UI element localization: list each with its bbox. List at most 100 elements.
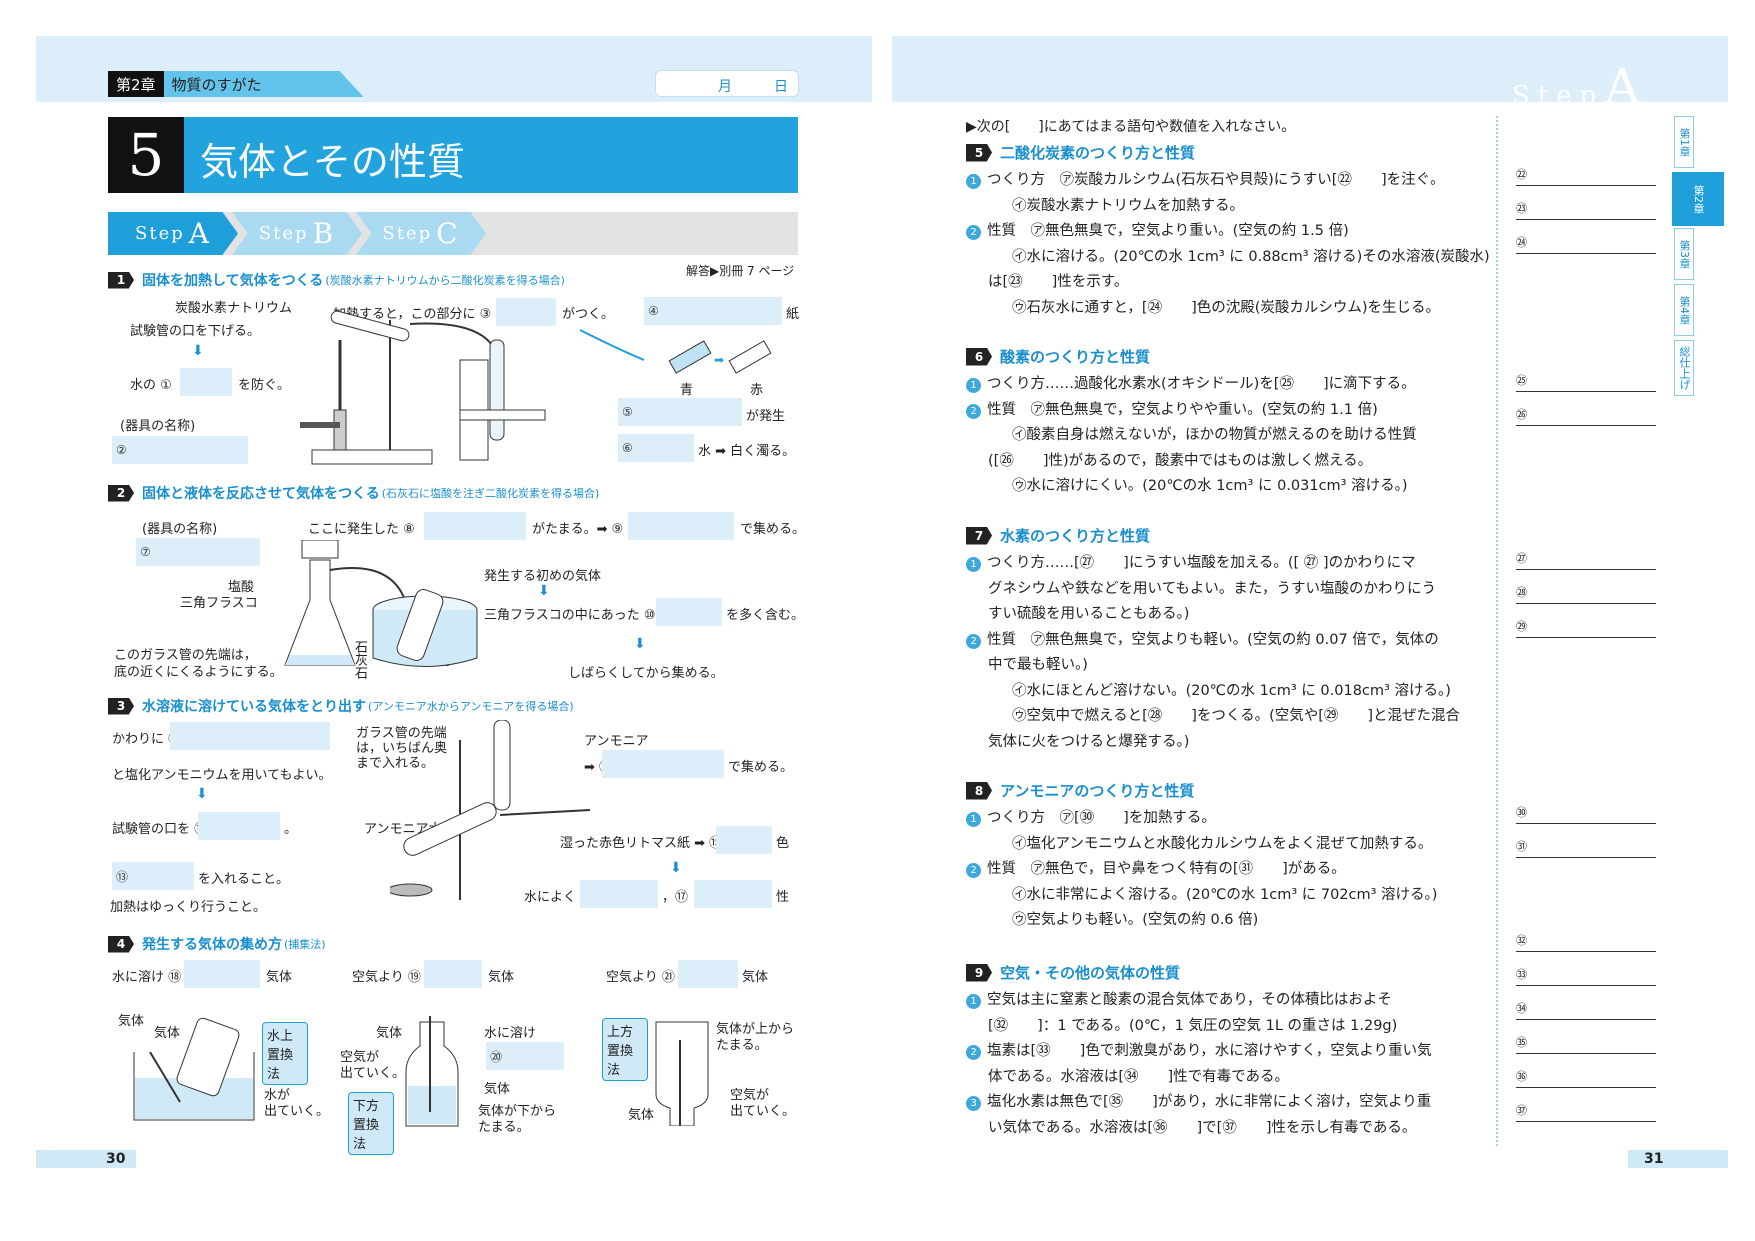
label: 気体 <box>488 970 515 985</box>
side-tab-3[interactable]: 第3章 <box>1674 228 1694 280</box>
label: 青 <box>680 383 694 398</box>
label: 空気が <box>730 1088 770 1103</box>
answer-line[interactable]: ㉝ <box>1516 964 1656 986</box>
answer-line[interactable]: ㉓ <box>1516 198 1656 220</box>
answer-blank-21[interactable] <box>678 960 738 988</box>
label: たまる。 <box>478 1120 530 1135</box>
answer-line[interactable]: ㉛ <box>1516 836 1656 858</box>
answer-line[interactable]: ㉔ <box>1516 232 1656 254</box>
label: 加熱すると，この部分に ③ <box>333 307 492 322</box>
label: 水に溶け <box>484 1026 537 1041</box>
answer-line[interactable]: ㉜ <box>1516 930 1656 952</box>
answer-line[interactable]: ㉘ <box>1516 582 1656 604</box>
answer-line[interactable]: ㉙ <box>1516 616 1656 638</box>
answer-blank-14[interactable] <box>602 750 724 778</box>
label: 塩酸 <box>228 580 255 595</box>
arrow-down-icon: ⬇ <box>538 583 550 599</box>
answer-line[interactable]: ㉗ <box>1516 548 1656 570</box>
upward-displacement-illustration <box>655 1021 709 1126</box>
label: 気体 <box>628 1108 655 1123</box>
answer-blank-2[interactable]: ② <box>112 436 248 464</box>
side-tab-2[interactable]: 第2章 <box>1672 172 1724 226</box>
question-line: 体である。水溶液は[㉞ ]性で有毒である。 <box>988 1068 1290 1085</box>
label: 発生する初めの気体 <box>484 569 602 584</box>
answer-line[interactable]: ㉚ <box>1516 802 1656 824</box>
answer-blank-9[interactable] <box>628 512 734 540</box>
answer-blank-11[interactable] <box>170 722 330 750</box>
label: を防ぐ。 <box>238 378 291 393</box>
answer-blank-6[interactable]: ⑥ <box>618 434 694 462</box>
question-line: 中で最も軽い。) <box>988 657 1088 673</box>
label: ガラス管の先端 <box>356 726 447 741</box>
label: 性 <box>776 890 790 905</box>
label: 気体が下から <box>478 1104 557 1119</box>
answer-line[interactable]: ㊲ <box>1516 1100 1656 1122</box>
label: を多く含む。 <box>726 608 805 623</box>
question-line: ㋑水に溶ける。(20℃の水 1cm³ に 0.88cm³ 溶ける)その水溶液(炭… <box>1012 248 1490 265</box>
side-tab-1[interactable]: 第1章 <box>1674 116 1694 168</box>
answer-blank-17[interactable] <box>694 880 772 908</box>
arrow-down-icon: ⬇ <box>670 860 682 876</box>
answer-blank-10[interactable] <box>656 598 722 626</box>
answer-blank-12[interactable] <box>198 812 280 840</box>
label: で集める。 <box>728 760 794 775</box>
label: 炭酸水素ナトリウム <box>175 301 293 316</box>
answer-blank-13[interactable]: ⑬ <box>112 862 194 890</box>
label: を入れること。 <box>198 872 290 887</box>
question-line: ㋒空気よりも軽い。(空気の約 0.6 倍) <box>1012 912 1259 928</box>
answer-line[interactable]: ㉕ <box>1516 370 1656 392</box>
label: このガラス管の先端は， <box>114 648 257 663</box>
svg-text:➡: ➡ <box>714 353 724 367</box>
answer-blank-18[interactable] <box>184 960 260 988</box>
label: がたまる。➡ ⑨ <box>532 522 624 537</box>
label: 水によく ⑯ <box>524 890 594 905</box>
side-tab-4[interactable]: 第4章 <box>1674 284 1694 336</box>
answer-blank-16[interactable] <box>580 880 658 908</box>
label: 気体 <box>266 970 293 985</box>
answer-column-divider <box>1496 116 1498 1146</box>
answer-blank-19[interactable] <box>424 960 482 988</box>
label: (器具の名称) <box>142 522 218 537</box>
answer-blank-15[interactable] <box>716 826 772 854</box>
answer-line[interactable]: ㉖ <box>1516 404 1656 426</box>
answer-blank-1[interactable] <box>180 368 232 396</box>
date-field[interactable]: 月 日 <box>655 70 799 97</box>
upward-displacement-label: 上方置換法 <box>602 1018 648 1081</box>
answer-blank-5[interactable]: ⑤ <box>618 398 742 426</box>
answer-blank-8[interactable] <box>424 512 526 540</box>
question-line: [㉜ ]：1 である。(0℃，1 気圧の空気 1L の重さは 1.29g) <box>988 1017 1398 1034</box>
label: は，いちばん奥 <box>356 741 448 756</box>
label: 水が <box>264 1088 291 1103</box>
answer-blank-7[interactable]: ⑦ <box>136 538 260 566</box>
answer-line[interactable]: ㉒ <box>1516 164 1656 186</box>
label: と塩化アンモニウムを用いてもよい。 <box>112 768 332 783</box>
question-line: ㋑水にほとんど溶けない。(20℃の水 1cm³ に 0.018cm³ 溶ける。) <box>1012 682 1451 699</box>
answer-line[interactable]: ㉟ <box>1516 1032 1656 1054</box>
right-header-band <box>892 36 1728 102</box>
answer-line[interactable]: ㉞ <box>1516 998 1656 1020</box>
answer-blank-20[interactable]: ⑳ <box>486 1042 564 1070</box>
answer-blank-3[interactable] <box>496 298 556 326</box>
chapter-label: 第2章 物質のすがた <box>108 71 364 97</box>
answer-blank-4[interactable]: ④ <box>644 297 782 325</box>
answer-line[interactable]: ㊱ <box>1516 1066 1656 1088</box>
side-tab-5[interactable]: 総仕上げ <box>1674 340 1694 396</box>
label: 赤 <box>750 383 764 398</box>
question-line: ㋑炭酸水素ナトリウムを加熱する。 <box>1012 197 1244 214</box>
